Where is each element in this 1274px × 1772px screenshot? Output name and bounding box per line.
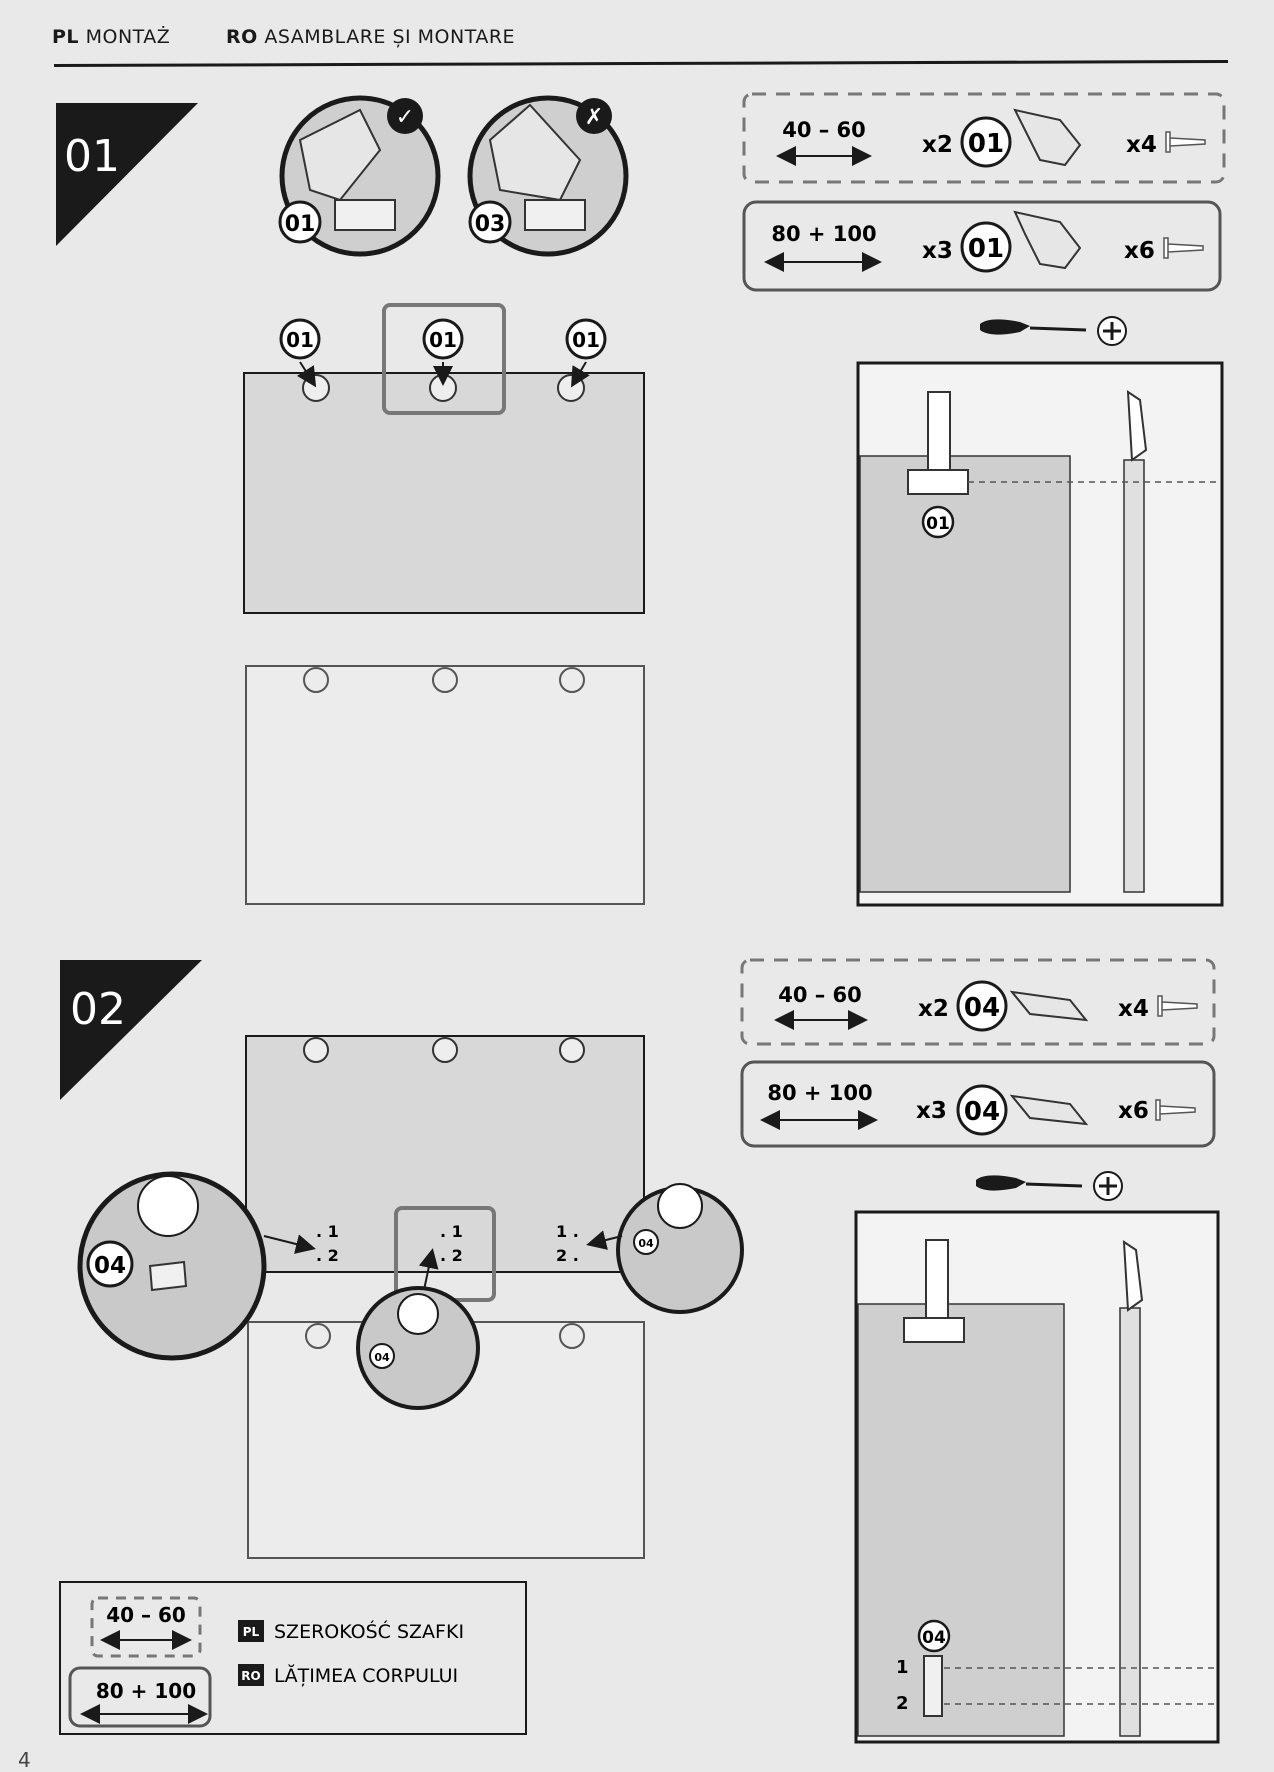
legend-ro-text: LĂȚIMEA CORPULUI [274,1663,458,1687]
check-icon [387,98,423,134]
hole-mark: . 1 [316,1222,339,1241]
cross-icon [576,98,612,134]
hole-mark: 2 . [556,1246,579,1265]
kit-part: 04 [964,993,1000,1023]
kit-40-60-step01: 40 – 60 x2 01 x4 [742,92,1226,184]
side-view-step02: 04 1 2 [854,1210,1220,1744]
step-02-number: 02 [70,984,126,1035]
kit-80-100-step02: 80 + 100 x3 04 x6 [740,1060,1216,1148]
header-pl: PL MONTAŻ [52,26,170,48]
detail-wrong: ✗ 03 [467,95,629,257]
legend-pl-badge [238,1620,264,1642]
kit-width: 80 + 100 [767,1081,872,1105]
cross-mark: ✗ [585,105,603,130]
header-ro-title: ASAMBLARE ȘI MONTARE [264,26,516,48]
check-mark: ✓ [396,105,414,130]
phillips-icon [1093,1171,1123,1201]
legend-ro-badge [238,1664,264,1686]
kit-width: 40 – 60 [778,983,862,1007]
hole-mark: . 2 [316,1246,339,1265]
kit-40-60-step02: 40 – 60 x2 04 x4 [740,958,1216,1046]
kit-width: 40 – 60 [782,118,866,142]
detail-label: 04 [374,1351,390,1364]
step-02: 02 40 – 60 x2 04 x4 80 + 100 x3 04 x6 [60,958,1220,1744]
side-label: 01 [926,514,950,534]
screw-icon [1155,1099,1196,1121]
kit-screws: x4 [1118,996,1149,1022]
door-panel-top: 01 01 01 [243,303,645,614]
screw-icon [1163,237,1204,259]
kit-80-100-step01: 80 + 100 x3 01 x6 [742,200,1222,292]
kit-screws: x6 [1124,238,1155,264]
kit-part: 04 [964,1097,1000,1127]
detail-correct: ✓ 01 [278,95,441,257]
kit-part: 01 [968,234,1004,264]
screw-icon [1157,995,1198,1017]
door-panel-ghost [245,665,645,905]
side-mark: 2 [896,1693,909,1714]
header-pl-title: MONTAŻ [85,26,171,48]
detail-04-right: 04 [586,1183,744,1314]
kit-part: 01 [968,129,1004,159]
step-01-number: 01 [64,131,120,182]
screwdriver-icon [976,1175,1083,1191]
width-legend: 40 – 60 80 + 100 PL SZEROKOŚĆ SZAFKI RO … [59,1581,527,1735]
screw-icon [1165,131,1206,153]
lang-code-pl: PL [52,26,80,48]
side-view-step01: 01 [856,361,1224,907]
lang-code-ro: RO [226,26,258,48]
detail-label-03: 03 [475,212,506,237]
legend-width-large: 80 + 100 [96,1679,196,1703]
kit-qty: x2 [922,132,953,158]
screwdriver-icon [980,319,1087,335]
hinge-label: 01 [429,328,457,352]
step-02-badge [60,960,202,1100]
mounting-plate-icon [1009,990,1089,1022]
header-ro: RO ASAMBLARE ȘI MONTARE [226,26,515,48]
kit-qty: x3 [922,238,953,264]
detail-label-01: 01 [285,212,316,237]
hinge-icon [1013,210,1082,270]
phillips-icon [1097,316,1127,346]
hole-mark: . 1 [440,1222,463,1241]
step-01: 01 ✓ 01 ✗ 03 40 – 60 x2 0 [56,92,1226,907]
kit-qty: x3 [916,1098,947,1124]
kit-width: 80 + 100 [771,222,876,246]
side-label: 04 [922,1628,946,1648]
hinge-label: 01 [572,328,600,352]
page-number: 4 [18,1748,31,1772]
step-01-badge [56,103,198,246]
hole-mark: . 2 [440,1246,463,1265]
detail-04-left: 04 [77,1171,316,1361]
hinge-label: 01 [286,328,314,352]
detail-label: 04 [94,1253,126,1279]
hinge-icon [1013,108,1082,167]
mounting-plate-icon [1009,1094,1089,1126]
legend-pl-code: PL [243,1625,260,1639]
door-panel-ghost [247,1321,645,1559]
legend-ro-code: RO [241,1669,260,1683]
kit-screws: x6 [1118,1098,1149,1124]
legend-width-small: 40 – 60 [106,1603,186,1627]
side-mark: 1 [896,1657,909,1678]
detail-04-middle: 04 [356,1248,480,1410]
detail-label: 04 [638,1237,654,1250]
hole-mark: 1 . [556,1222,579,1241]
legend-pl-text: SZEROKOŚĆ SZAFKI [274,1619,464,1643]
door-panel-step02: . 1 . 2 . 1 . 2 1 . 2 . [245,1035,645,1302]
kit-qty: x2 [918,996,949,1022]
kit-screws: x4 [1126,132,1157,158]
